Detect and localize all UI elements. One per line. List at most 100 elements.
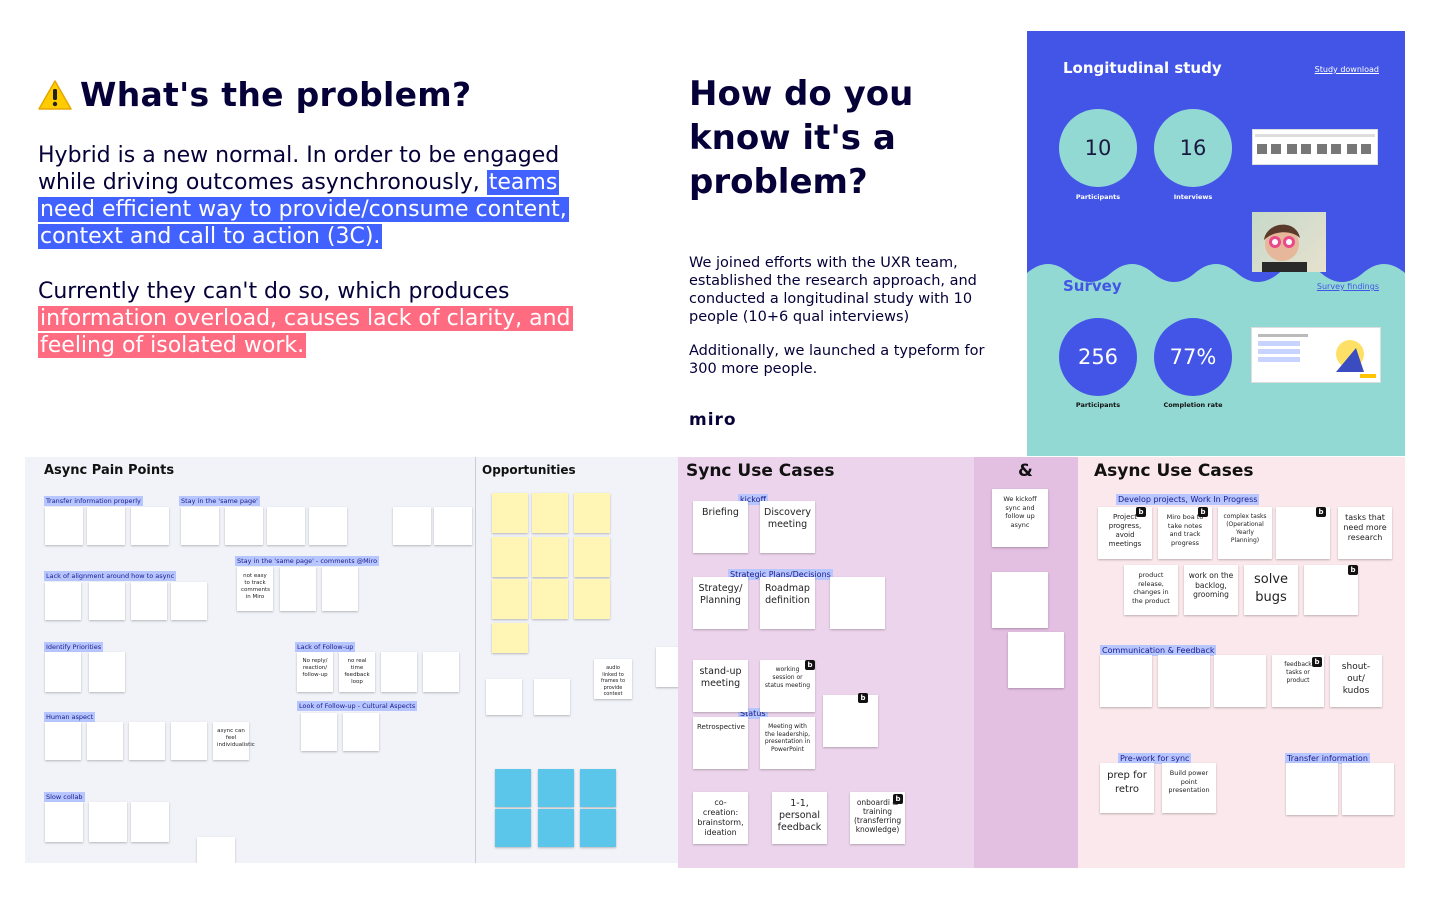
sticky-note[interactable] <box>574 579 610 619</box>
sticky-note[interactable] <box>492 579 528 619</box>
problem-title: What's the problem? <box>80 75 472 114</box>
pain-note-no-reply[interactable]: No reply/ reaction/ follow-up <box>297 652 333 692</box>
sync-note-discovery[interactable]: Discovery meeting <box>760 501 815 553</box>
sticky-note[interactable] <box>89 802 127 842</box>
async-note-backlog[interactable]: work on the backlog, grooming <box>1184 565 1238 615</box>
sticky-note[interactable] <box>830 577 885 629</box>
sticky-note[interactable] <box>1342 763 1394 815</box>
ampersand-board[interactable]: & We kickoff sync and follow up async <box>974 457 1078 868</box>
pain-note-individualistic[interactable]: async can feel individualistic <box>213 722 255 760</box>
ampersand-title: & <box>1018 461 1033 481</box>
pain-note-tracking[interactable]: not easy to track comments in Miro <box>237 567 273 611</box>
sticky-note[interactable] <box>197 837 235 863</box>
sticky-note[interactable] <box>1100 655 1152 707</box>
sticky-note[interactable] <box>538 769 574 807</box>
async-use-cases-board[interactable]: Async Use Cases Develop projects, Work I… <box>1078 457 1405 868</box>
sticky-note[interactable] <box>171 722 207 760</box>
sticky-note[interactable] <box>532 579 568 619</box>
sticky-note[interactable] <box>45 722 81 760</box>
pain-board-title: Async Pain Points <box>44 463 175 478</box>
sticky-note[interactable] <box>267 507 305 545</box>
sticky-note[interactable] <box>343 713 379 751</box>
sticky-note[interactable] <box>434 507 472 545</box>
sticky-note[interactable] <box>486 679 522 715</box>
sync-note-leadership[interactable]: Meeting with the leadership, presentatio… <box>760 717 815 769</box>
pain-group-label: Identify Priorities <box>44 642 104 652</box>
sticky-note[interactable] <box>532 493 568 533</box>
sticky-note[interactable] <box>1214 655 1266 707</box>
survey-findings-link[interactable]: Survey findings <box>1316 282 1379 291</box>
sticky-note[interactable] <box>87 507 125 545</box>
sticky-note[interactable] <box>45 507 83 545</box>
sticky-note[interactable] <box>1008 632 1064 688</box>
sticky-note[interactable] <box>89 582 125 620</box>
sticky-note[interactable] <box>580 809 616 847</box>
sync-use-cases-board[interactable]: Sync Use Cases kickoff Strategic Plans/D… <box>678 457 974 868</box>
pain-points-board[interactable]: Async Pain Points Transfer information p… <box>25 457 475 863</box>
sticky-note[interactable] <box>301 713 337 751</box>
sticky-note[interactable] <box>580 769 616 807</box>
sticky-note[interactable] <box>823 695 878 747</box>
async-note-bugs[interactable]: solve bugs <box>1244 565 1298 615</box>
sticky-note[interactable] <box>574 493 610 533</box>
sticky-note[interactable] <box>1158 655 1210 707</box>
sticky-note[interactable] <box>574 537 610 577</box>
sticky-note[interactable] <box>131 507 169 545</box>
sticky-note[interactable] <box>656 647 678 687</box>
sticky-note[interactable] <box>181 507 219 545</box>
async-note-presentation[interactable]: Build power point presentation <box>1162 763 1216 813</box>
sticky-note[interactable] <box>171 582 207 620</box>
how-section: How do you know it's a problem? We joine… <box>689 72 989 378</box>
survey-thumbnail[interactable] <box>1251 327 1381 383</box>
sticky-note[interactable] <box>492 623 528 653</box>
sticky-note[interactable] <box>381 652 417 692</box>
study-table-thumbnail[interactable] <box>1252 129 1378 165</box>
sync-note-cocreation[interactable]: co-creation: brainstorm, ideation <box>693 792 748 844</box>
async-group-prework: Pre-work for sync <box>1118 753 1192 764</box>
async-note-complex-tasks[interactable]: complex tasks (Operational Yearly Planni… <box>1218 507 1272 559</box>
sticky-note[interactable] <box>45 652 81 692</box>
sync-note-strategy[interactable]: Strategy/ Planning <box>693 577 748 629</box>
sticky-note[interactable] <box>309 507 347 545</box>
study-title: Longitudinal study <box>1063 59 1222 77</box>
async-note-kudos[interactable]: shout-out/ kudos <box>1330 655 1382 707</box>
amp-note-kickoff[interactable]: We kickoff sync and follow up async <box>992 489 1048 547</box>
sticky-note[interactable] <box>129 722 165 760</box>
sticky-note[interactable] <box>131 582 167 620</box>
sticky-note[interactable] <box>45 582 81 620</box>
sync-note-retrospective[interactable]: Retrospective <box>693 717 748 769</box>
sync-note-standup[interactable]: stand-up meeting <box>693 660 748 712</box>
study-download-link[interactable]: Study download <box>1314 65 1379 74</box>
sync-note-briefing[interactable]: Briefing <box>693 501 748 553</box>
sticky-note[interactable] <box>992 572 1048 628</box>
sticky-note[interactable] <box>492 493 528 533</box>
sticky-note[interactable] <box>534 679 570 715</box>
opportunities-board[interactable]: Opportunities audio linked to frames to … <box>475 457 678 863</box>
sticky-note[interactable] <box>45 802 83 842</box>
async-note-release[interactable]: product release, changes in the product <box>1124 565 1178 615</box>
sticky-note[interactable] <box>87 722 123 760</box>
sticky-note[interactable] <box>131 802 169 842</box>
sticky-note[interactable] <box>89 652 125 692</box>
sync-note-one-on-one[interactable]: 1-1, personal feedback <box>772 792 827 844</box>
sticky-note[interactable] <box>393 507 431 545</box>
async-note-research[interactable]: tasks that need more research <box>1338 507 1392 559</box>
sticky-note[interactable] <box>492 537 528 577</box>
opportunity-note-audio[interactable]: audio linked to frames to provide contex… <box>594 659 632 699</box>
participants-label: Participants <box>1075 193 1121 201</box>
async-note-retro[interactable]: prep for retro <box>1100 763 1154 813</box>
sticky-note[interactable] <box>1286 763 1338 815</box>
sync-note-roadmap[interactable]: Roadmap definition <box>760 577 815 629</box>
async-group-transfer: Transfer information <box>1285 753 1370 764</box>
sticky-note[interactable] <box>322 567 358 611</box>
sticky-note[interactable] <box>423 652 459 692</box>
sticky-note[interactable] <box>280 567 316 611</box>
pain-group-label: Human aspect <box>44 712 96 722</box>
sticky-note[interactable] <box>495 769 531 807</box>
sticky-note[interactable] <box>495 809 531 847</box>
sticky-note[interactable] <box>225 507 263 545</box>
how-paragraph-1: We joined efforts with the UXR team, est… <box>689 255 977 325</box>
sticky-note[interactable] <box>532 537 568 577</box>
pain-note-no-feedback[interactable]: no real time feedback loop <box>339 652 375 692</box>
sticky-note[interactable] <box>538 809 574 847</box>
